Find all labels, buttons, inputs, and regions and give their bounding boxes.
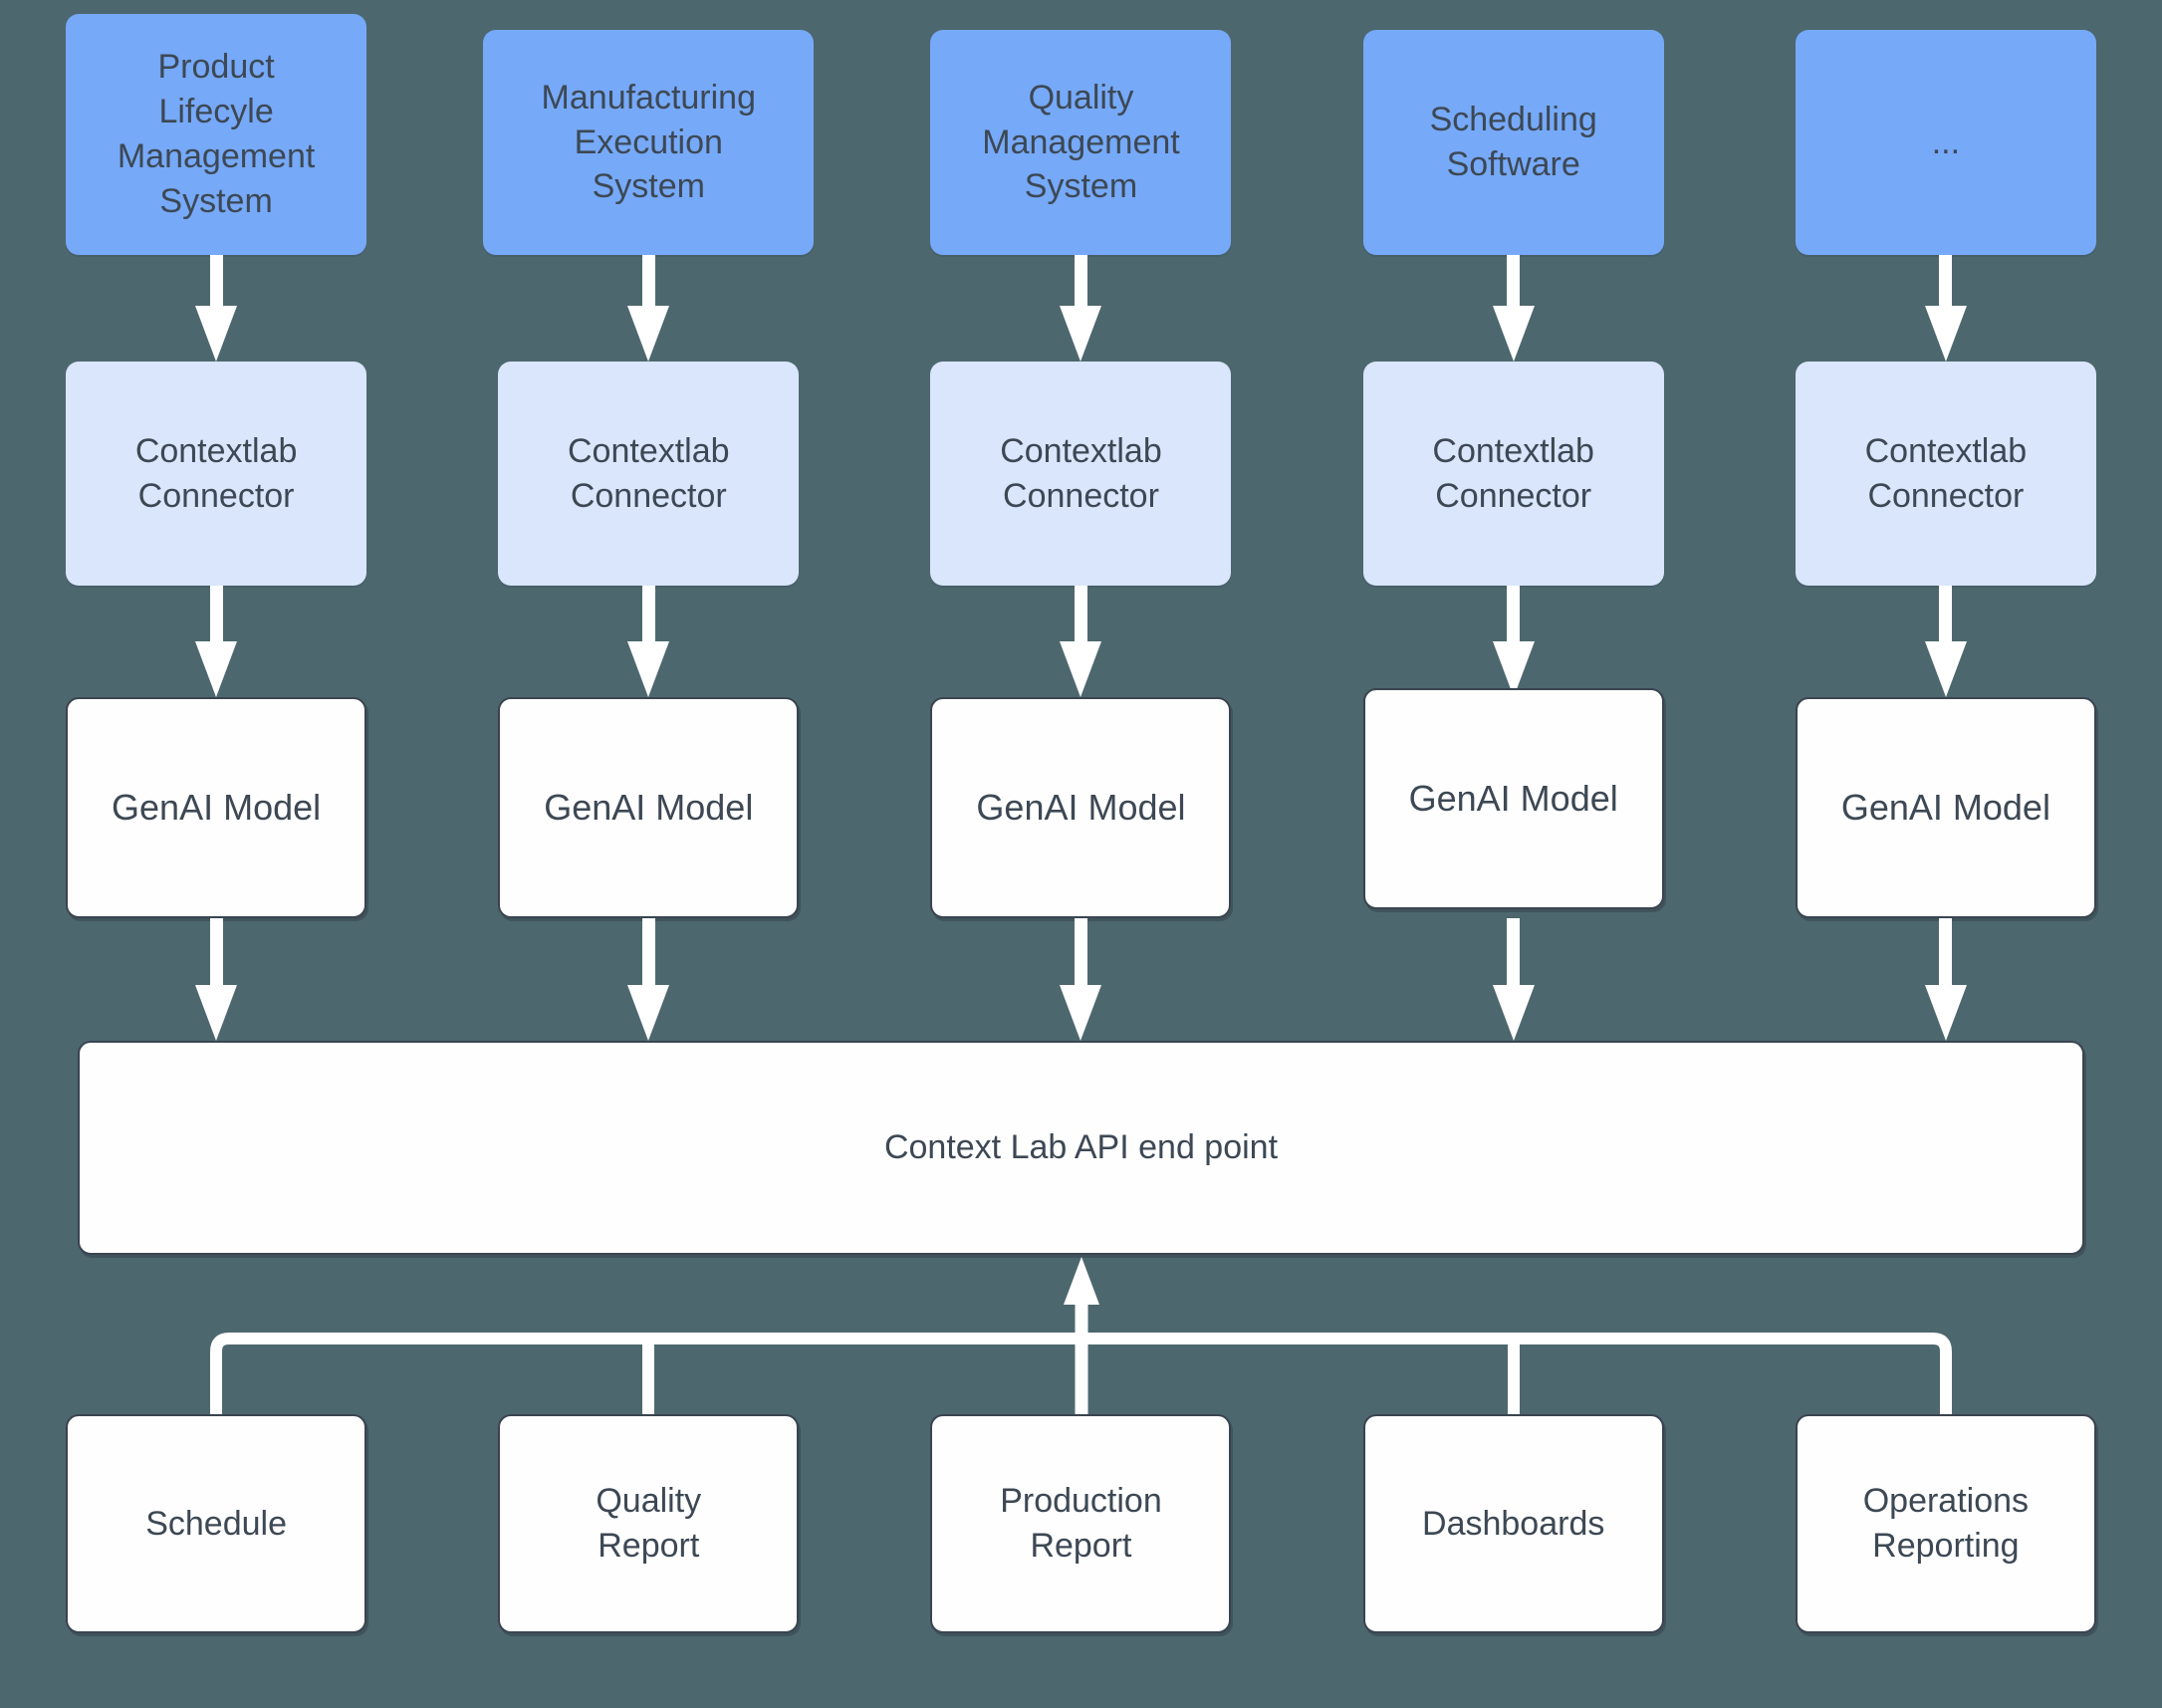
output-label: Production Report: [1000, 1482, 1162, 1565]
source-system-box: ...: [1795, 30, 2096, 255]
api-endpoint-label: Context Lab API end point: [883, 1128, 1279, 1167]
api-endpoint-box: Context Lab API end point: [78, 1041, 2084, 1255]
column-other: ... Contextlab Connector GenAI Model: [1730, 0, 2162, 1041]
genai-model-label: GenAI Model: [976, 787, 1186, 829]
arrow-down-icon: [1492, 918, 1536, 1041]
arrow-down-icon: [194, 918, 238, 1041]
connector-label: Contextlab Connector: [1432, 431, 1594, 515]
arrow-down-icon: [194, 255, 238, 362]
connector-lines: [210, 1257, 1952, 1416]
arrow-down-icon: [1924, 918, 1968, 1041]
arrow-down-icon: [1924, 255, 1968, 362]
column-mes: Manufacturing Execution System Contextla…: [432, 0, 864, 1041]
output-label: Operations Reporting: [1862, 1482, 2030, 1565]
source-system-label: Product Lifecyle Management System: [117, 48, 316, 220]
genai-model-box: GenAI Model: [1795, 697, 2096, 918]
arrow-down-icon: [1059, 255, 1102, 362]
output-box-quality-report: Quality Report: [498, 1414, 800, 1633]
contextlab-connector-box: Contextlab Connector: [1795, 362, 2096, 586]
arrow-down-icon: [1059, 918, 1102, 1041]
source-system-box: Product Lifecyle Management System: [66, 14, 367, 255]
connector-label: Contextlab Connector: [568, 431, 730, 515]
arrow-down-icon: [1492, 255, 1536, 362]
systems-grid: Product Lifecyle Management System Conte…: [0, 0, 2162, 1041]
output-label: Schedule: [145, 1504, 287, 1543]
genai-model-label: GenAI Model: [1840, 787, 2050, 829]
genai-model-box: GenAI Model: [66, 697, 367, 918]
output-label: Dashboards: [1422, 1504, 1605, 1543]
arrow-down-icon: [194, 586, 238, 697]
outputs-grid: Schedule Quality Report Production Repor…: [0, 1414, 2162, 1633]
column-plm: Product Lifecyle Management System Conte…: [0, 0, 432, 1041]
genai-model-label: GenAI Model: [112, 787, 322, 829]
outputs-section: Schedule Quality Report Production Repor…: [0, 1255, 2162, 1708]
source-system-box: Quality Management System: [930, 30, 1232, 255]
genai-model-label: GenAI Model: [1408, 778, 1618, 820]
connector-label: Contextlab Connector: [1864, 431, 2028, 515]
source-system-label: Quality Management System: [982, 78, 1180, 206]
output-box-production-report: Production Report: [930, 1414, 1232, 1633]
contextlab-connector-box: Contextlab Connector: [498, 362, 800, 586]
connector-label: Contextlab Connector: [134, 431, 298, 515]
genai-model-box: GenAI Model: [1362, 688, 1664, 909]
arrow-down-icon: [626, 586, 670, 697]
genai-model-box: GenAI Model: [930, 697, 1232, 918]
arrow-down-icon: [1059, 586, 1102, 697]
output-box-schedule: Schedule: [66, 1414, 367, 1633]
arrow-up-icon: [1064, 1257, 1099, 1305]
source-system-label: ...: [1931, 122, 1961, 161]
genai-model-box: GenAI Model: [498, 697, 800, 918]
column-qms: Quality Management System Contextlab Con…: [864, 0, 1297, 1041]
contextlab-connector-box: Contextlab Connector: [66, 362, 367, 586]
arrow-down-icon: [626, 255, 670, 362]
contextlab-connector-box: Contextlab Connector: [1362, 362, 1664, 586]
contextlab-connector-box: Contextlab Connector: [930, 362, 1232, 586]
source-system-box: Manufacturing Execution System: [483, 30, 815, 255]
source-system-label: Manufacturing Execution System: [541, 78, 757, 206]
source-system-box: Scheduling Software: [1362, 30, 1664, 255]
connector-label: Contextlab Connector: [1000, 431, 1162, 515]
column-scheduling: Scheduling Software Contextlab Connector…: [1298, 0, 1730, 1041]
source-system-label: Scheduling Software: [1429, 101, 1597, 183]
output-box-dashboards: Dashboards: [1362, 1414, 1664, 1633]
arrow-down-icon: [1492, 586, 1536, 697]
genai-model-label: GenAI Model: [544, 787, 754, 829]
output-label: Quality Report: [596, 1482, 702, 1565]
output-box-operations-reporting: Operations Reporting: [1795, 1414, 2096, 1633]
arrow-down-icon: [1924, 586, 1968, 697]
arrow-down-icon: [626, 918, 670, 1041]
